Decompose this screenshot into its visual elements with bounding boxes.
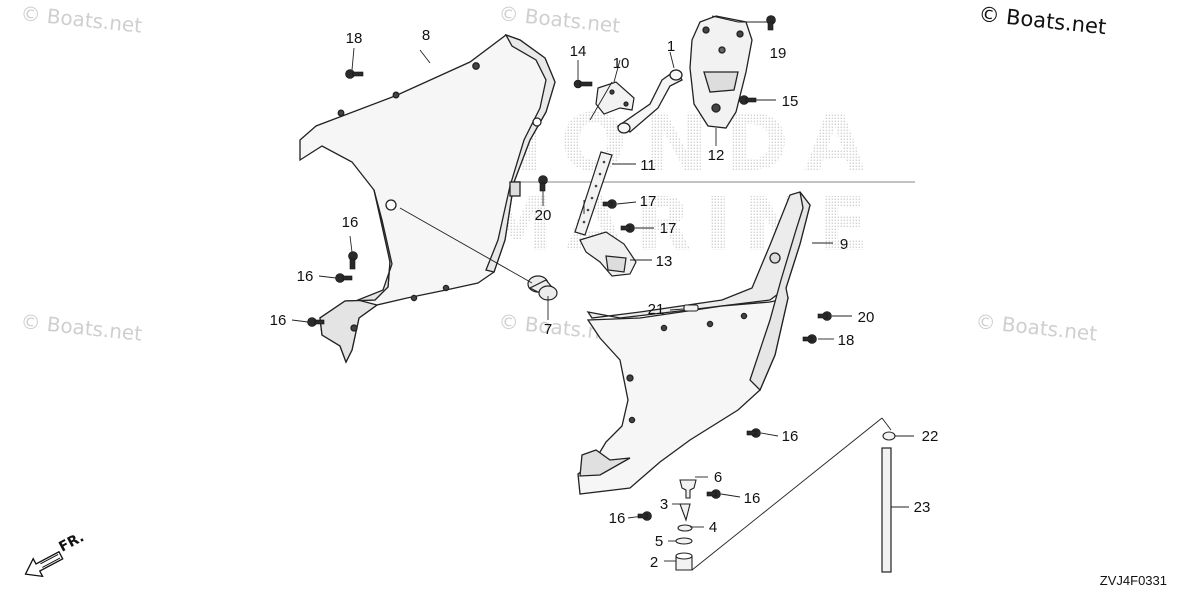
callout-16c: 16 [270,312,287,329]
bolt-20-b [817,311,832,321]
drawing-code: ZVJ4F0331 [1099,573,1167,588]
part-13-clamp [579,231,637,277]
bolt-14 [573,79,593,89]
callout-2: 2 [650,554,658,571]
callout-17a: 17 [640,193,657,210]
callout-16a: 16 [342,214,359,231]
callout-22: 22 [922,428,939,445]
callout-9: 9 [840,236,848,253]
callout-15: 15 [782,93,799,110]
bolt-16-b [335,273,353,283]
callout-12: 12 [708,147,725,164]
part-10-bracket [595,81,635,115]
part-9-lower-cover [577,191,811,495]
part-stack-2-6 [675,479,697,571]
part-8-upper-cover [299,33,556,364]
part-23-rod [881,447,892,573]
bolt-16-e [706,489,721,499]
bolt-18-b [802,334,817,344]
callout-18b: 18 [838,332,855,349]
callout-13: 13 [656,253,673,270]
callout-10: 10 [613,55,630,72]
arrow-icon [24,550,64,578]
callout-20b: 20 [858,309,875,326]
front-label: FR. [56,529,86,555]
callout-8: 8 [422,27,430,44]
watermark: © Boats.net [974,309,1098,346]
part-12-plate [689,15,753,129]
callout-11: 11 [640,157,656,174]
bolt-16-a [348,251,358,270]
bolt-16-d [746,428,761,438]
bolt-17-b [620,223,635,233]
callout-4: 4 [709,519,717,536]
callout-1: 1 [667,38,675,55]
callout-19: 19 [770,45,787,62]
front-direction-indicator: FR. [24,529,87,578]
bolt-18-top [345,69,364,79]
bolt-17-a [602,199,617,209]
watermark: © Boats.net [19,1,143,38]
bolt-20-a [538,175,548,192]
bolt-19 [766,15,776,31]
callout-16f: 16 [609,510,626,527]
bolt-16-c [307,317,325,327]
callout-6: 6 [714,469,722,486]
watermark: © Boats.net [19,309,143,346]
callout-16d: 16 [782,428,799,445]
callout-23: 23 [914,499,931,516]
part-1-hose [616,69,683,134]
callout-16b: 16 [297,268,314,285]
part-21-clip [683,304,699,312]
callouts: 1 2 3 4 5 6 7 8 9 10 11 12 13 14 15 16 1… [270,27,939,571]
callout-18a: 18 [346,30,363,47]
part-7-grommet [527,275,558,301]
callout-20a: 20 [535,207,552,224]
callout-7: 7 [544,321,552,338]
callout-17b: 17 [660,220,677,237]
fasteners [307,15,832,521]
part-22-cap [882,431,896,441]
callout-3: 3 [660,496,668,513]
callout-5: 5 [655,533,663,550]
callout-14: 14 [570,43,587,60]
leader-lines [291,15,914,571]
callout-16e: 16 [744,490,761,507]
watermark: © Boats.net [497,1,621,38]
callout-21: 21 [648,301,665,318]
brand-line-2: MARINE [480,182,880,268]
